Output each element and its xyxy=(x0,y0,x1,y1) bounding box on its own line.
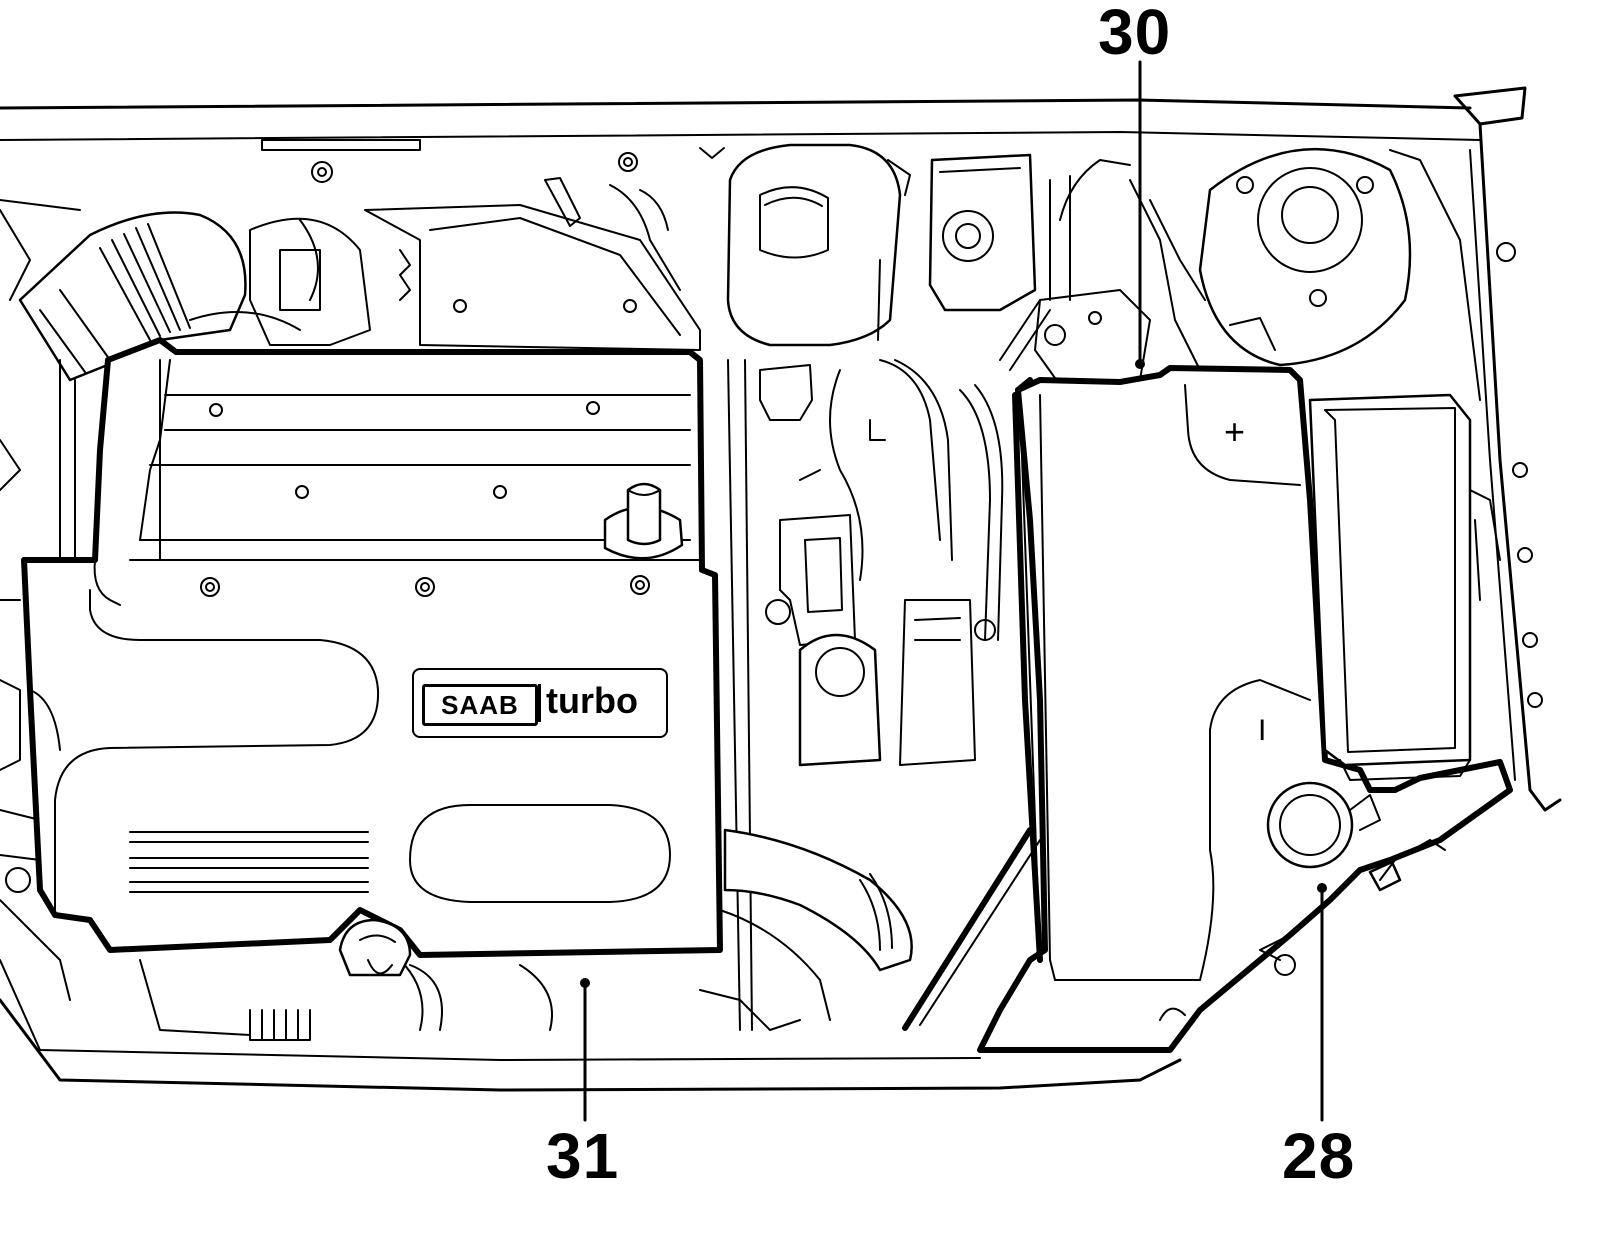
charge-pipe xyxy=(719,828,913,1021)
oil-filler-cap xyxy=(603,482,684,560)
battery-positive-mark: + xyxy=(1224,411,1246,452)
lower-engine-parts xyxy=(0,809,801,1041)
leader-lines xyxy=(580,60,1327,1122)
intake-hose xyxy=(18,211,247,382)
coolant-tank xyxy=(726,143,911,347)
logo-model: turbo xyxy=(546,680,638,721)
center-components xyxy=(727,359,1004,1031)
brake-reservoir xyxy=(928,153,1037,312)
battery xyxy=(977,365,1513,1053)
fuse-box xyxy=(1308,393,1501,781)
cowl-details xyxy=(0,139,725,301)
leader-30-dot xyxy=(1135,359,1145,369)
leader-31-dot xyxy=(580,978,590,988)
leader-28-dot xyxy=(1317,883,1327,893)
callout-28: 28 xyxy=(1282,1120,1356,1192)
logo-brand: SAAB xyxy=(422,684,538,726)
callout-31: 31 xyxy=(546,1120,620,1192)
engine-cover-logo: SAAB turbo xyxy=(412,668,668,738)
turbo-housing xyxy=(364,177,701,351)
engine-cover xyxy=(21,337,723,958)
throttle-wiring xyxy=(189,217,371,346)
strut-tower xyxy=(1198,147,1481,401)
callout-30: 30 xyxy=(1098,0,1172,68)
abs-unit xyxy=(999,159,1206,386)
hose-clamp xyxy=(338,918,443,1031)
left-rail xyxy=(0,359,76,771)
logo-divider xyxy=(538,684,541,722)
battery-clamp xyxy=(902,392,1043,1031)
battery-negative-mark: I xyxy=(1258,714,1267,747)
